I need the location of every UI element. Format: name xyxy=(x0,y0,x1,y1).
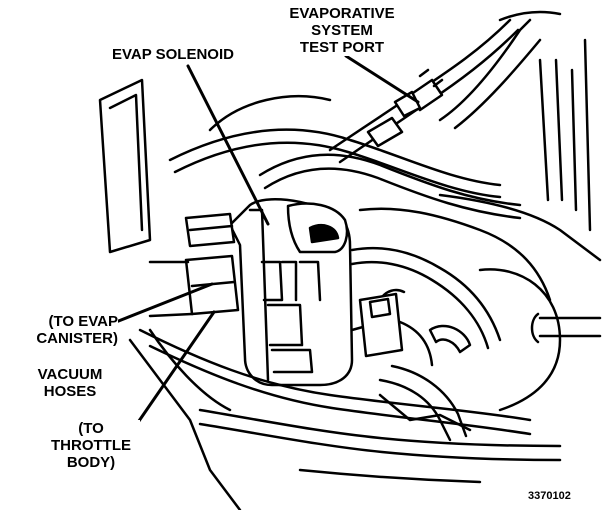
right-bracket xyxy=(498,10,562,22)
label-evaporative-system-test-port: EVAPORATIVE SYSTEM TEST PORT xyxy=(284,5,400,56)
connector-tab xyxy=(368,297,392,319)
label-line: BODY) xyxy=(66,454,116,471)
right-tube xyxy=(538,316,602,338)
right-tube-end xyxy=(530,312,540,344)
clamp-1 xyxy=(428,324,472,354)
right-column xyxy=(583,38,592,232)
lower-port-hose xyxy=(148,260,194,318)
label-line: THROTTLE xyxy=(51,437,131,454)
right-loom xyxy=(438,18,532,122)
test-port-tip xyxy=(418,68,444,88)
label-line: EVAPORATIVE xyxy=(289,5,395,22)
upper-hose-2b xyxy=(263,167,522,220)
upper-port xyxy=(184,212,236,248)
leader-throttle xyxy=(128,310,216,436)
label-line: SYSTEM xyxy=(311,22,373,39)
lower-hose-2b xyxy=(390,364,468,438)
bottom-hose-2b xyxy=(198,422,562,462)
upper-port-line xyxy=(188,224,234,232)
lower-hose-1b xyxy=(350,260,490,350)
label-to-throttle-body: (TO THROTTLE BODY) xyxy=(42,420,140,471)
solenoid-rib-3 xyxy=(270,348,314,374)
label-vacuum-hoses: VACUUM HOSES xyxy=(28,366,112,400)
lower-hose-1 xyxy=(350,246,502,342)
left-edge xyxy=(128,338,242,510)
bottom-hose-3 xyxy=(298,468,482,484)
label-evap-solenoid: EVAP SOLENOID xyxy=(112,46,234,63)
upper-hose-1 xyxy=(168,128,502,187)
right-body xyxy=(478,268,562,412)
label-line: (TO EVAP xyxy=(48,313,118,330)
top-curve xyxy=(208,95,332,132)
upper-hose-2 xyxy=(258,153,522,207)
right-housing-b xyxy=(358,207,552,302)
right-housing xyxy=(438,193,602,262)
bottom-hose-1b xyxy=(148,344,532,436)
bottom-hose-1 xyxy=(138,328,532,422)
upper-hose-1b xyxy=(173,141,502,199)
figure-id: 3370102 xyxy=(528,490,571,503)
connector-wire-2 xyxy=(398,320,434,367)
left-edge-b xyxy=(148,328,232,412)
solenoid-rib-1 xyxy=(260,260,284,302)
cowl-panel-inner xyxy=(108,93,144,232)
solenoid-rib-2 xyxy=(266,303,304,347)
leader-canister xyxy=(114,282,214,324)
label-line: VACUUM xyxy=(37,366,103,383)
right-post-2 xyxy=(554,58,564,202)
label-line: TEST PORT xyxy=(299,39,385,56)
label-line: HOSES xyxy=(43,383,97,400)
label-line: (TO xyxy=(78,420,104,437)
label-line: CANISTER) xyxy=(36,330,118,347)
solenoid-ridge xyxy=(280,260,322,302)
leader-solenoid xyxy=(186,64,270,226)
solenoid-cap-dark xyxy=(308,224,340,244)
bottom-hose-2 xyxy=(198,408,562,448)
test-port-fitting xyxy=(366,116,404,148)
right-post-1 xyxy=(538,58,550,202)
lower-hose-2 xyxy=(378,378,452,442)
leader-test-port xyxy=(344,54,420,104)
right-loom-b xyxy=(453,38,542,130)
label-to-evap-canister: (TO EVAP CANISTER) xyxy=(2,313,118,347)
right-post-3 xyxy=(570,68,578,212)
